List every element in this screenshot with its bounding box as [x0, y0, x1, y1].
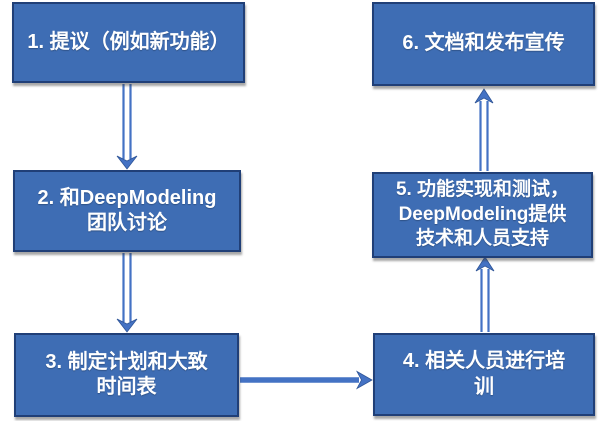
- flow-step-5: 5. 功能实现和测试， DeepModeling提供 技术和人员支持: [372, 172, 593, 258]
- flow-step-4-label: 4. 相关人员进行培 训: [402, 350, 566, 398]
- flow-step-3-label: 3. 制定计划和大致 时间表: [45, 350, 208, 398]
- arrow-step3-to-step4: [240, 370, 373, 390]
- flow-step-2: 2. 和DeepModeling 团队讨论: [13, 170, 241, 252]
- arrow-step5-to-step6: [474, 88, 494, 171]
- flow-step-6-label: 6. 文档和发布宣传: [402, 32, 565, 55]
- arrow-step2-to-step3: [116, 253, 138, 333]
- flow-step-2-label: 2. 和DeepModeling 团队讨论: [37, 186, 217, 234]
- flow-step-1: 1. 提议（例如新功能）: [12, 2, 245, 83]
- flow-step-1-label: 1. 提议（例如新功能）: [27, 30, 230, 53]
- flow-step-6: 6. 文档和发布宣传: [372, 2, 595, 86]
- arrow-step4-to-step5: [475, 256, 495, 332]
- arrow-step1-to-step2: [116, 84, 138, 170]
- flow-step-3: 3. 制定计划和大致 时间表: [14, 333, 239, 417]
- flow-step-5-label: 5. 功能实现和测试， DeepModeling提供 技术和人员支持: [395, 178, 570, 250]
- flow-step-4: 4. 相关人员进行培 训: [373, 333, 595, 416]
